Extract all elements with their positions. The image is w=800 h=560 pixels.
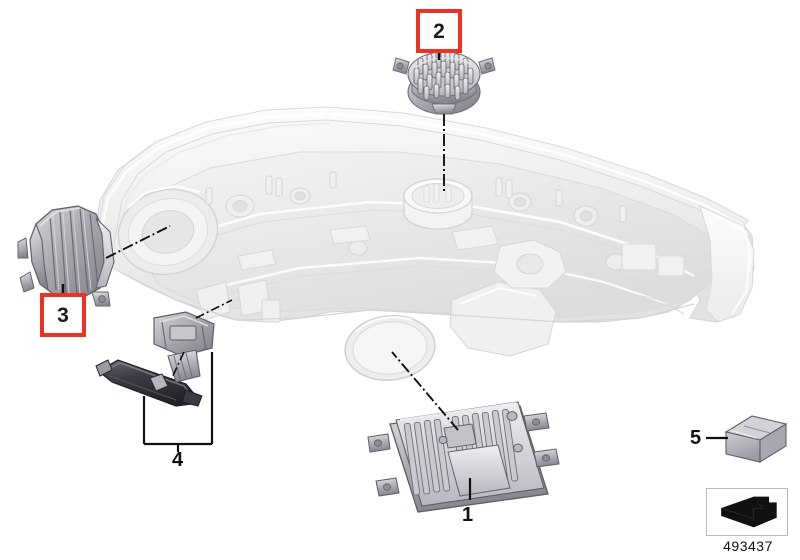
housing-led-turret [403,178,473,230]
part-number-text: 493437 [723,538,773,554]
housing-projector-bore [344,315,436,381]
headlight-housing [91,106,755,381]
led-control-module-left [17,205,115,307]
housing-recesses [237,225,499,271]
callout-1-label: 1 [462,504,474,526]
indicator-bracket [153,311,215,383]
ballast-control-unit [367,401,560,513]
callout-2[interactable]: 2 [416,9,462,53]
left-reflector-bowl [117,184,219,276]
callout-1[interactable]: 1 [462,505,473,525]
round-led-module [392,51,496,115]
callout-2-label: 2 [433,19,445,43]
housing-left-flange [195,279,281,323]
indicator-strip [95,359,203,407]
callout-4-label: 4 [172,449,184,471]
housing-right-ribs [593,243,685,315]
direction-arrow-icon [706,488,788,536]
part-number-block: 493437 [706,488,790,554]
small-block-part [724,415,788,463]
housing-right-block [449,239,567,357]
callout-3[interactable]: 3 [40,293,86,337]
housing-bosses [225,187,627,271]
callout-5[interactable]: 5 [690,428,701,448]
callout-3-label: 3 [57,303,69,327]
leader-lines [61,53,728,500]
housing-tabs [205,171,627,223]
callout-4[interactable]: 4 [172,450,183,470]
callout-5-label: 5 [690,427,702,449]
